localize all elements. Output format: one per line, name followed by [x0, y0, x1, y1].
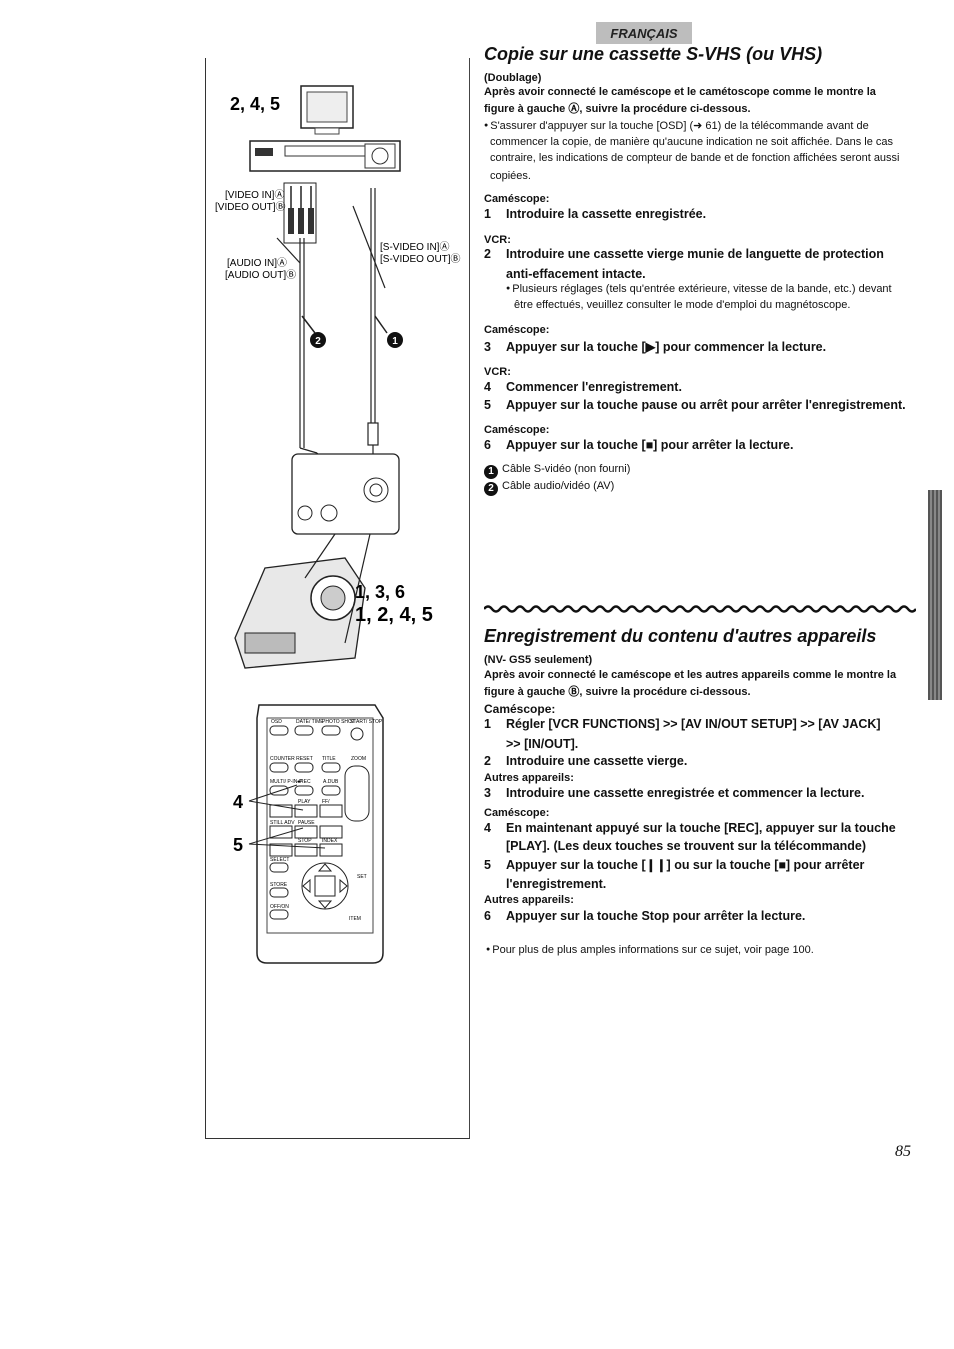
remote-button-label: STOP	[298, 838, 312, 844]
section2-other-1: Autres appareils:	[484, 772, 574, 784]
cable-2-icon: 2	[484, 482, 498, 496]
section1-title: Copie sur une cassette S-VHS (ou VHS)	[484, 44, 823, 64]
section2-footnote: Pour plus de plus amples informations su…	[486, 942, 814, 958]
remote-step-4-pointer-b	[248, 800, 304, 811]
label-svideo-out: [S-VIDEO OUT]Ⓑ	[380, 253, 461, 265]
remote-step-5: 5	[233, 835, 243, 855]
section2-intro-1: Après avoir connecté le caméscope et les…	[484, 669, 897, 681]
av-plug-cluster	[283, 182, 317, 244]
remote-step-5-pointer-b	[248, 843, 326, 849]
remote-button-label: FF/	[322, 799, 330, 805]
section1-note-4: copiées.	[490, 170, 531, 182]
section2-step-5a: Appuyer sur la touche [❙❙] ou sur la tou…	[506, 858, 865, 872]
remote-button-label: START/ STOP	[350, 719, 383, 725]
camera-steps-a: 1, 3, 6	[355, 582, 405, 602]
remote-button-label: ZOOM	[351, 756, 366, 762]
section2-other-2: Autres appareils:	[484, 894, 574, 906]
figure-steps-top: 2, 4, 5	[230, 94, 280, 114]
remote-control	[256, 704, 384, 964]
cable-1-badge: 1	[387, 332, 403, 348]
section1-note-1: S'assurer d'appuyer sur la touche [OSD] …	[484, 118, 868, 134]
remote-button-label: OFF/ON	[270, 904, 289, 910]
remote-step-5-pointer	[248, 827, 304, 845]
section1-sub-2b: être effectués, veuillez consulter le mo…	[514, 299, 851, 311]
legend-cable-2: Câble audio/vidéo (AV)	[502, 480, 615, 492]
remote-button-label: SELECT	[270, 857, 289, 863]
remote-button-label: OSD	[271, 719, 282, 725]
section1-step-5: Appuyer sur la touche pause ou arrêt pou…	[506, 398, 906, 412]
section1-note-2: commencer la copie, de manière qu'aucune…	[490, 136, 894, 148]
label-audio-in: [AUDIO IN]Ⓐ	[227, 257, 287, 269]
cable-1-icon: 1	[484, 465, 498, 479]
section2-step-1a: Régler [VCR FUNCTIONS] >> [AV IN/OUT SET…	[506, 717, 881, 731]
remote-button-label: SET	[357, 874, 367, 880]
section2-step-5b: l'enregistrement.	[506, 877, 607, 891]
remote-button-label: INDEX	[322, 838, 338, 844]
remote-button-label: COUNTER RESET	[270, 756, 313, 762]
remote-button-label: PHOTO SHOT	[322, 719, 355, 725]
remote-button-label: STORE	[270, 882, 288, 888]
legend-cable-1: Câble S-vidéo (non fourni)	[502, 463, 631, 475]
section2-step-1b: >> [IN/OUT].	[506, 737, 579, 751]
figure-frame	[205, 58, 470, 1139]
section2-step-4a: En maintenant appuyé sur la touche [REC]…	[506, 821, 896, 835]
section1-note-3: contraire, les indications de compteur d…	[490, 152, 900, 164]
section1-step-1: Introduire la cassette enregistrée.	[506, 207, 707, 221]
remote-button-label: TITLE	[322, 756, 336, 762]
section2-camescope-1: Caméscope:	[484, 702, 556, 716]
remote-button-label: ●REC	[297, 779, 311, 785]
label-video-out: [VIDEO OUT]Ⓑ	[215, 201, 286, 213]
section1-step-4: Commencer l'enregistrement.	[506, 380, 682, 394]
section1-intro-1: Après avoir connecté le caméscope et le …	[484, 86, 876, 98]
remote-step-4: 4	[233, 792, 243, 812]
remote-step-4-pointer	[248, 784, 298, 802]
section2-title: Enregistrement du contenu d'autres appar…	[484, 626, 877, 646]
camcorder-icon	[234, 533, 371, 669]
section1-step-2b: anti-effacement intacte.	[506, 267, 646, 281]
cable-2-badge: 2	[310, 332, 326, 348]
section2-step-6: Appuyer sur la touche Stop pour arrêter …	[506, 909, 806, 923]
section1-vcr-1: VCR:	[484, 234, 511, 246]
section2-step-3: Introduire une cassette enregistrée et c…	[506, 786, 865, 800]
remote-button-label: PAUSE	[298, 820, 315, 826]
section2-subtitle: (NV- GS5 seulement)	[484, 654, 593, 666]
section2-intro-2: figure à gauche Ⓑ, suivre la procédure c…	[484, 686, 751, 698]
remote-button-label: MULTI/ P-IN-P	[270, 779, 303, 785]
section1-camescope-3: Caméscope:	[484, 424, 550, 436]
remote-button-label: DATE/ TIME	[296, 719, 324, 725]
cable-1-pointer	[374, 315, 388, 334]
section2-camescope-2: Caméscope:	[484, 807, 550, 819]
remote-button-label: A.DUB	[323, 779, 339, 785]
page-number: 85	[895, 1143, 911, 1160]
label-video-in: [VIDEO IN]Ⓐ	[225, 189, 284, 201]
vcr-icon	[249, 140, 401, 172]
svg-text:1: 1	[392, 336, 398, 347]
section2-step-2: Introduire une cassette vierge.	[506, 754, 688, 768]
tv-icon	[300, 85, 354, 135]
section1-camescope-1: Caméscope:	[484, 193, 550, 205]
remote-button-label: PLAY	[298, 799, 311, 805]
label-audio-out: [AUDIO OUT]Ⓑ	[225, 269, 296, 281]
section1-sub-2a: Plusieurs réglages (tels qu'entrée extér…	[506, 281, 891, 297]
section1-step-6: Appuyer sur la touche [■] pour arrêter l…	[506, 438, 794, 452]
camera-steps-b: 1, 2, 4, 5	[355, 604, 433, 626]
section1-vcr-2: VCR:	[484, 366, 511, 378]
section1-step-2a: Introduire une cassette vierge munie de …	[506, 247, 884, 261]
section1-intro-2: figure à gauche Ⓐ, suivre la procédure c…	[484, 103, 751, 115]
cable-2-pointer	[301, 315, 316, 334]
remote-button-label: ITEM	[349, 916, 361, 922]
section2-step-4b: [PLAY]. (Les deux touches se trouvent su…	[506, 839, 867, 853]
remote-button-label: STILL ADV	[270, 820, 295, 826]
svg-text:2: 2	[315, 336, 321, 347]
language-tag: FRANÇAIS	[596, 22, 692, 44]
section1-step-3: Appuyer sur la touche [▶] pour commencer…	[506, 340, 827, 354]
section1-camescope-2: Caméscope:	[484, 324, 550, 336]
wavy-divider	[484, 605, 916, 613]
section1-subtitle: (Doublage)	[484, 72, 542, 84]
section-tab-bar	[928, 490, 942, 700]
label-svideo-in: [S-VIDEO IN]Ⓐ	[380, 241, 449, 253]
connection-diagram: 2, 4, 5 [VIDEO IN]Ⓐ [VIDEO OUT]Ⓑ [AUDIO …	[215, 85, 461, 964]
camera-jack-panel	[291, 453, 400, 535]
s-video-cable	[352, 188, 386, 478]
